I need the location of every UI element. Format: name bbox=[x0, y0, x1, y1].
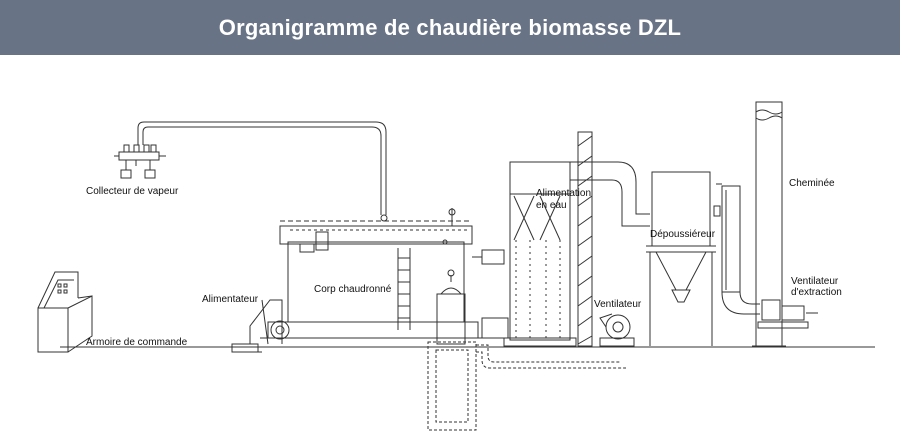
flue-duct bbox=[472, 249, 509, 339]
water-pump bbox=[436, 269, 466, 345]
economizer bbox=[503, 161, 577, 347]
dust-collector bbox=[646, 171, 722, 346]
chimney bbox=[752, 101, 786, 347]
label-alimentateur: Alimentateur bbox=[202, 294, 259, 305]
title-bar: Organigramme de chaudière biomasse DZL bbox=[0, 0, 900, 55]
label-cheminee: Cheminée bbox=[789, 178, 835, 189]
feeder bbox=[231, 299, 290, 353]
label-alimentation-2: en eau bbox=[536, 200, 567, 211]
label-ventilateur-extraction-2: d'extraction bbox=[791, 287, 842, 298]
label-ventilateur: Ventilateur bbox=[594, 299, 642, 310]
boiler-body bbox=[260, 208, 484, 339]
label-depoussiereur: Dépoussiéreur bbox=[650, 229, 716, 240]
wall bbox=[577, 131, 593, 347]
label-ventilateur-extraction-1: Ventilateur bbox=[791, 276, 839, 287]
label-armoire: Armoire de commande bbox=[86, 337, 188, 348]
steam-collector bbox=[114, 121, 388, 222]
label-alimentation-1: Alimentation bbox=[536, 188, 591, 199]
control-cabinet bbox=[37, 271, 93, 353]
page-title: Organigramme de chaudière biomasse DZL bbox=[218, 14, 682, 40]
fan bbox=[599, 313, 635, 347]
ash-pit bbox=[427, 341, 626, 431]
label-corps: Corp chaudronné bbox=[314, 284, 392, 295]
exhaust-duct bbox=[721, 185, 760, 315]
extraction-fan bbox=[757, 299, 818, 329]
label-collecteur: Collecteur de vapeur bbox=[86, 186, 179, 197]
duct-to-collector bbox=[570, 161, 650, 227]
